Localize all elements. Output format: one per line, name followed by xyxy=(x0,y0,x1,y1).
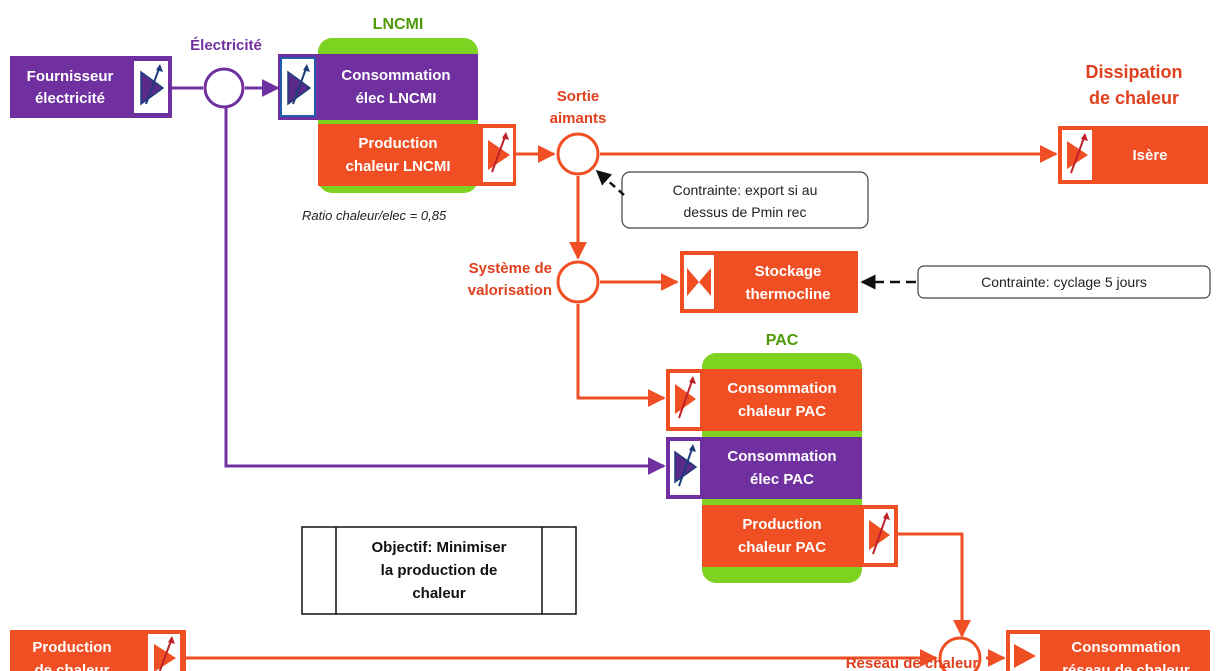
box-stockage-thermocline[interactable]: Stockage thermocline xyxy=(680,251,858,313)
conso-reseau-label-2: réseau de chaleur xyxy=(1062,662,1190,671)
isere-label: Isère xyxy=(1132,147,1167,164)
valorisation-label-2: valorisation xyxy=(468,282,552,299)
conso-elec-lncmi-label-2: élec LNCMI xyxy=(356,90,437,107)
box-conso-chaleur-pac[interactable]: Consommation chaleur PAC xyxy=(666,369,862,431)
contrainte-export-note: Contrainte: export si au dessus de Pmin … xyxy=(621,171,869,229)
conso-reseau-label-1: Consommation xyxy=(1071,639,1180,656)
prod-chaleur-pac-label-2: chaleur PAC xyxy=(738,539,826,556)
valve-icon xyxy=(687,268,711,296)
conso-elec-pac-label-2: élec PAC xyxy=(750,471,814,488)
contrainte-export-arrow xyxy=(595,170,625,196)
flow-electricite-pac xyxy=(224,108,666,475)
heat-flows xyxy=(186,145,1058,667)
node-electricite xyxy=(203,67,245,109)
ratio-note: Ratio chaleur/elec = 0,85 xyxy=(302,208,447,223)
prod-chaleur-label-1: Production xyxy=(32,639,111,656)
objectif-line-2: la production de xyxy=(381,562,498,579)
prod-chaleur-pac-label-1: Production xyxy=(742,516,821,533)
reseau-chaleur-label: Réseau de chaleur xyxy=(846,655,979,671)
lncmi-title: LNCMI xyxy=(373,16,424,33)
node-systeme-valorisation xyxy=(556,260,600,304)
sortie-aimants-label-2: aimants xyxy=(550,110,607,127)
dissipation-label-2: de chaleur xyxy=(1089,88,1179,108)
sortie-aimants-label-1: Sortie xyxy=(557,88,600,105)
flow-valorisation-pac xyxy=(576,304,666,407)
objectif-box: Objectif: Minimiser la production de cha… xyxy=(301,526,577,615)
gauge-icon xyxy=(869,512,890,555)
contrainte-export-line-2: dessus de Pmin rec xyxy=(684,204,807,220)
gauge-icon xyxy=(488,132,510,173)
dissipation-label-1: Dissipation xyxy=(1085,62,1182,82)
stockage-label-2: thermocline xyxy=(745,286,830,303)
contrainte-cyclage-text: Contrainte: cyclage 5 jours xyxy=(981,274,1147,290)
gauge-icon xyxy=(675,376,696,419)
objectif-line-1: Objectif: Minimiser xyxy=(371,539,506,556)
conso-chaleur-pac-label-1: Consommation xyxy=(727,380,836,397)
conso-elec-pac-label-1: Consommation xyxy=(727,448,836,465)
gauge-icon xyxy=(674,444,698,487)
gauge-icon xyxy=(1067,133,1088,174)
fournisseur-label-2: électricité xyxy=(35,90,105,107)
gauge-icon xyxy=(140,64,165,106)
conso-elec-lncmi-label-1: Consommation xyxy=(341,67,450,84)
box-conso-elec-lncmi[interactable]: Consommation élec LNCMI xyxy=(278,54,478,120)
fournisseur-label-1: Fournisseur xyxy=(27,68,114,85)
objectif-line-3: chaleur xyxy=(412,585,466,602)
stockage-label-1: Stockage xyxy=(755,263,822,280)
contrainte-cyclage-note: Contrainte: cyclage 5 jours xyxy=(917,265,1211,299)
sink-icon xyxy=(1014,644,1036,668)
prod-chaleur-lncmi-label-1: Production xyxy=(358,135,437,152)
node-sortie-aimants xyxy=(556,132,600,176)
box-conso-reseau-chaleur[interactable]: Consommation réseau de chaleur xyxy=(1006,630,1210,671)
box-fournisseur-electricite[interactable]: Fournisseur électricité xyxy=(10,56,172,118)
node-reseau-chaleur xyxy=(938,636,982,671)
valorisation-label-1: Système de xyxy=(469,260,552,277)
prod-chaleur-label-2: de chaleur xyxy=(34,662,109,671)
box-conso-elec-pac[interactable]: Consommation élec PAC xyxy=(666,437,862,499)
box-prod-chaleur-lncmi[interactable]: Production chaleur LNCMI xyxy=(318,124,516,186)
conso-chaleur-pac-label-2: chaleur PAC xyxy=(738,403,826,420)
pac-title: PAC xyxy=(766,332,799,349)
electric-flows xyxy=(172,79,666,475)
prod-chaleur-lncmi-label-2: chaleur LNCMI xyxy=(345,158,450,175)
gauge-icon xyxy=(287,64,312,106)
box-isere[interactable]: Isère xyxy=(1058,126,1208,184)
contrainte-export-line-1: Contrainte: export si au xyxy=(673,182,818,198)
box-prod-chaleur-pac[interactable]: Production chaleur PAC xyxy=(702,505,898,567)
gauge-icon xyxy=(154,636,176,671)
box-production-de-chaleur[interactable]: Production de chaleur xyxy=(10,630,186,671)
flow-pac-reseau xyxy=(898,532,971,638)
electricite-label: Électricité xyxy=(190,37,262,54)
